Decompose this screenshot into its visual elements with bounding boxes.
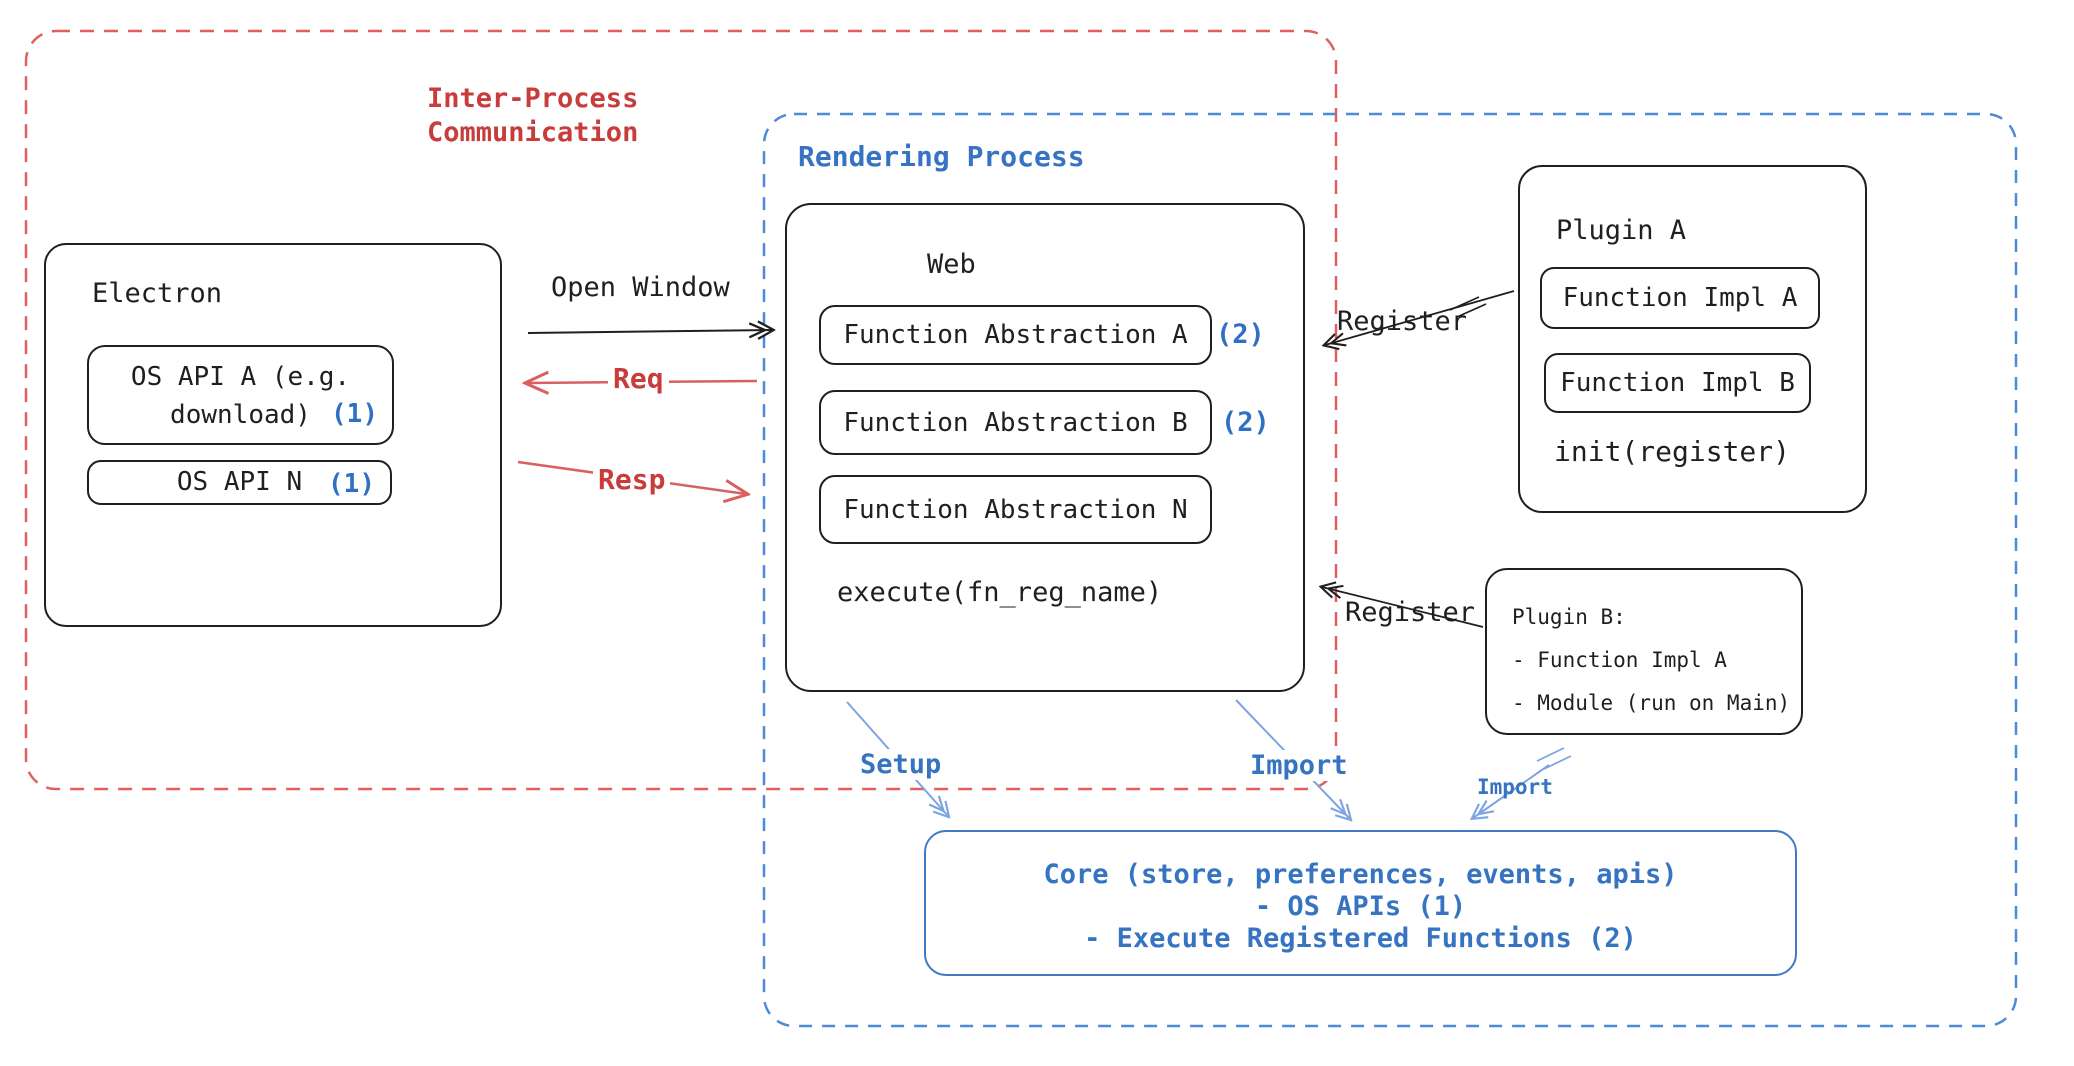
- import-plugin-b-arrow: [1473, 764, 1550, 818]
- ipc-boundary: [24, 29, 1338, 791]
- web-box: Web Function Abstraction A (2) Function …: [785, 203, 1305, 692]
- function-abstraction-b-box: Function Abstraction B: [819, 390, 1212, 455]
- os-api-n-label: OS API N: [176, 467, 303, 497]
- register-plugin-a-label: Register: [1337, 306, 1468, 337]
- function-impl-a-box: Function Impl A: [1540, 267, 1820, 329]
- import-web-label: Import: [1245, 750, 1353, 781]
- open-window-arrow: [527, 330, 772, 333]
- function-abstraction-a-ref: (2): [1216, 319, 1265, 350]
- os-api-a-line1: OS API A (e.g.: [130, 362, 351, 392]
- os-api-a-line2: download): [170, 400, 311, 430]
- electron-title: Electron: [92, 278, 223, 309]
- execute-label: execute(fn_reg_name): [837, 577, 1163, 608]
- function-impl-a-label: Function Impl A: [1562, 283, 1798, 313]
- init-register-label: init(register): [1554, 435, 1791, 468]
- register-plugin-a-ticks: [1449, 296, 1487, 318]
- req-label: Req: [608, 362, 669, 395]
- import-plugin-b-ticks: [1536, 747, 1572, 770]
- import-plugin-b-label: Import: [1477, 775, 1553, 799]
- core-line-1: Core (store, preferences, events, apis): [1043, 859, 1678, 890]
- function-abstraction-b-label: Function Abstraction B: [843, 407, 1188, 438]
- function-abstraction-n-box: Function Abstraction N: [819, 475, 1212, 544]
- function-abstraction-b-ref: (2): [1221, 407, 1270, 438]
- plugin-b-box: Plugin B: - Function Impl A - Module (ru…: [1485, 568, 1803, 735]
- os-api-a-box: OS API A (e.g. download) (1): [87, 345, 394, 445]
- register-plugin-a-arrow: [1325, 290, 1515, 345]
- plugin-b-item-2: - Module (run on Main): [1512, 691, 1791, 715]
- rendering-process-label: Rendering Process: [798, 140, 1085, 173]
- core-box: Core (store, preferences, events, apis) …: [924, 830, 1797, 976]
- plugin-b-title: Plugin B:: [1512, 605, 1626, 629]
- rendering-process-boundary: [762, 112, 2018, 1028]
- os-api-n-box: OS API N (1): [87, 460, 392, 505]
- plugin-a-box: Plugin A Function Impl A Function Impl B…: [1518, 165, 1867, 513]
- electron-box: Electron OS API A (e.g. download) (1) OS…: [44, 243, 502, 627]
- function-impl-b-label: Function Impl B: [1560, 368, 1795, 398]
- function-abstraction-a-box: Function Abstraction A: [819, 305, 1212, 365]
- web-title: Web: [927, 249, 976, 280]
- function-abstraction-a-label: Function Abstraction A: [843, 320, 1188, 350]
- open-window-label: Open Window: [551, 272, 730, 303]
- register-plugin-b-label: Register: [1345, 597, 1476, 628]
- register-plugin-b-arrow: [1322, 587, 1484, 628]
- plugin-a-title: Plugin A: [1556, 215, 1687, 246]
- function-impl-b-box: Function Impl B: [1544, 353, 1811, 413]
- ipc-label: Inter-Process Communication: [427, 83, 639, 148]
- plugin-b-item-1: - Function Impl A: [1512, 648, 1727, 672]
- setup-label: Setup: [855, 749, 947, 780]
- core-line-2: - OS APIs (1): [1254, 891, 1467, 922]
- os-api-n-ref: (1): [328, 469, 375, 499]
- function-abstraction-n-label: Function Abstraction N: [843, 494, 1188, 525]
- os-api-a-ref: (1): [331, 399, 378, 429]
- resp-label: Resp: [593, 463, 671, 496]
- core-line-3: - Execute Registered Functions (2): [1084, 923, 1637, 954]
